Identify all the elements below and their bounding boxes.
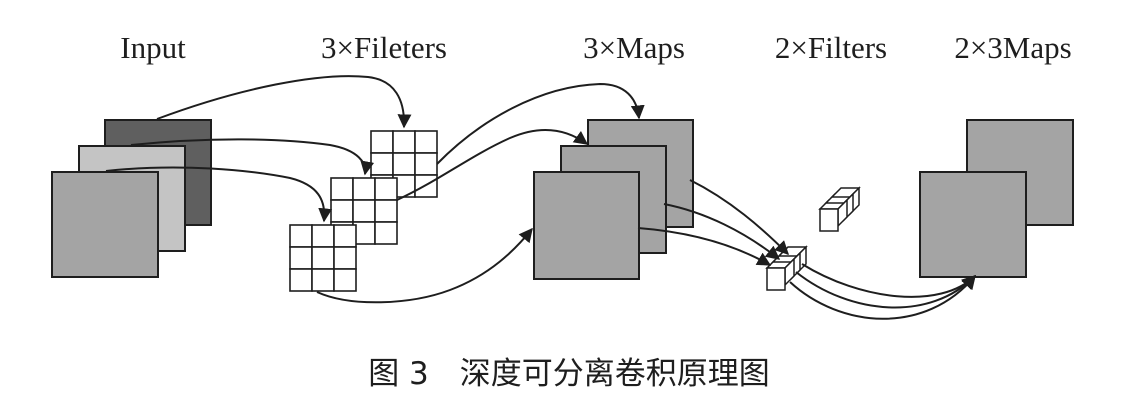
pointwise-filter-top [818,186,861,232]
intermediate-map-front [533,171,640,280]
connector-arrows [105,75,977,320]
depthwise-filter-front [289,224,357,292]
output-maps-stack [919,119,1074,278]
depthwise-filter-middle [330,177,398,245]
intermediate-maps-stack [533,119,694,280]
input-stack [51,119,212,278]
input-label: Input [120,30,186,65]
figure-caption: 图 3 深度可分离卷积原理图 [368,356,770,392]
three-filters-label: 3×Fileters [321,30,447,65]
three-maps-label: 3×Maps [583,30,685,65]
depthwise-filter-back [370,130,438,198]
two-by-three-maps-label: 2×3Maps [954,30,1071,65]
output-map-front [919,171,1027,278]
input-channel-front [51,171,159,278]
two-filters-label: 2×Filters [775,30,887,65]
